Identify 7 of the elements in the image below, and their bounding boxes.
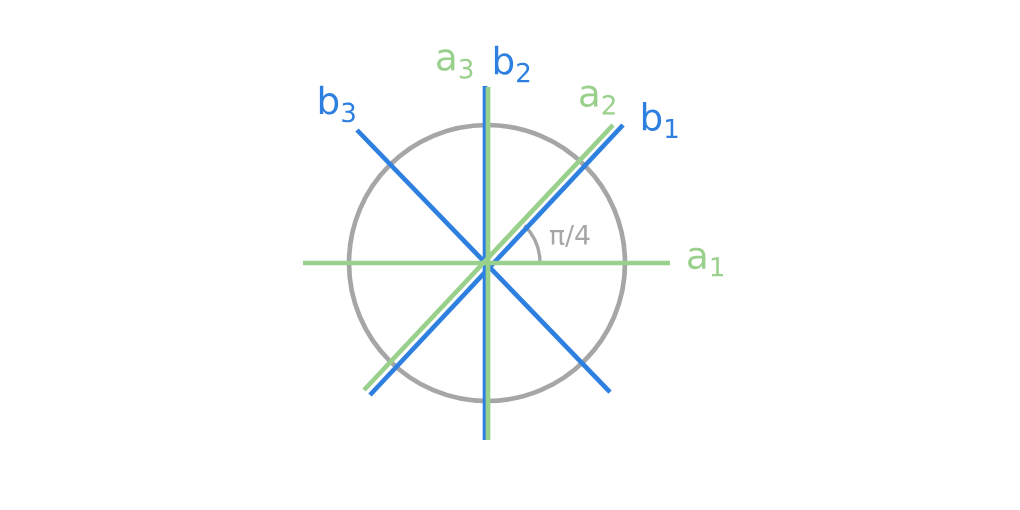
axis-label: a$_{2}$ [580, 85, 615, 115]
angle-label: π/4 [549, 225, 590, 247]
axis-label: b$_{1}$ [642, 102, 678, 138]
axis-label: b$_{3}$ [319, 85, 355, 123]
axis-label: a$_{1}$ [688, 247, 723, 277]
axis-label: b$_{2}$ [494, 45, 530, 83]
axis-label: a$_{3}$ [437, 49, 473, 79]
